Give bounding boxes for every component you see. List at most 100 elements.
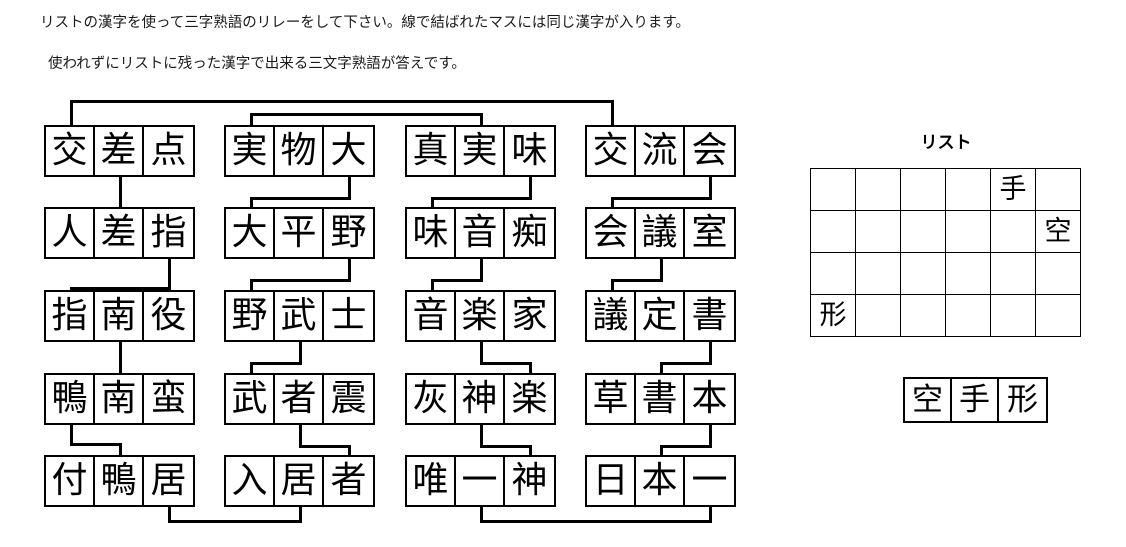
kanji-cell[interactable]: 議 (636, 209, 685, 257)
list-cell[interactable] (1035, 294, 1081, 337)
kanji-cell[interactable]: 蛮 (144, 375, 193, 423)
kanji-cell[interactable]: 野 (226, 292, 275, 340)
kanji-cell[interactable]: 震 (324, 375, 373, 423)
list-cell[interactable] (990, 210, 1036, 253)
kanji-cell[interactable]: 実 (226, 127, 275, 175)
connector-segment (528, 445, 532, 458)
list-cell[interactable] (945, 210, 991, 253)
kanji-cell[interactable]: 役 (144, 292, 193, 340)
kanji-cell[interactable]: 本 (685, 375, 734, 423)
list-cell[interactable]: 手 (990, 168, 1036, 211)
word-box: 灰神楽 (405, 373, 556, 425)
kanji-cell[interactable]: 楽 (505, 375, 554, 423)
list-cell[interactable] (900, 210, 946, 253)
list-cell[interactable] (900, 168, 946, 211)
list-cell[interactable] (945, 294, 991, 337)
kanji-cell[interactable]: 鴨 (46, 375, 95, 423)
list-cell[interactable] (855, 168, 901, 211)
kanji-cell[interactable]: 日 (587, 457, 636, 505)
list-cell[interactable] (900, 252, 946, 295)
kanji-cell[interactable]: 室 (685, 209, 734, 257)
kanji-cell[interactable]: 唯 (407, 457, 456, 505)
list-title: リスト (920, 133, 972, 153)
kanji-cell[interactable]: 音 (407, 292, 456, 340)
list-cell[interactable] (945, 168, 991, 211)
kanji-cell[interactable]: 物 (275, 127, 324, 175)
kanji-cell[interactable]: 交 (46, 127, 95, 175)
list-cell[interactable] (855, 252, 901, 295)
kanji-cell[interactable]: 草 (587, 375, 636, 423)
kanji-cell[interactable]: 定 (636, 292, 685, 340)
word-box: 付鴨居 (44, 455, 195, 507)
list-cell[interactable] (810, 210, 856, 253)
list-cell[interactable] (990, 252, 1036, 295)
kanji-cell[interactable]: 者 (324, 457, 373, 505)
kanji-cell[interactable]: 居 (275, 457, 324, 505)
kanji-cell[interactable]: 会 (685, 127, 734, 175)
list-cell[interactable] (810, 168, 856, 211)
kanji-cell[interactable]: 流 (636, 127, 685, 175)
kanji-cell[interactable]: 楽 (456, 292, 505, 340)
kanji-cell[interactable]: 交 (587, 127, 636, 175)
list-cell[interactable] (945, 252, 991, 295)
list-cell[interactable] (900, 294, 946, 337)
connector-segment (610, 100, 614, 128)
kanji-cell[interactable]: 士 (324, 292, 373, 340)
kanji-cell[interactable]: 一 (456, 457, 505, 505)
kanji-cell[interactable]: 指 (144, 209, 193, 257)
kanji-cell[interactable]: 差 (95, 209, 144, 257)
kanji-cell[interactable]: 人 (46, 209, 95, 257)
word-box: 鴨南蛮 (44, 373, 195, 425)
kanji-cell[interactable]: 平 (275, 209, 324, 257)
connector-segment (708, 505, 712, 523)
kanji-cell[interactable]: 実 (456, 127, 505, 175)
kanji-cell[interactable]: 野 (324, 209, 373, 257)
list-cell[interactable] (855, 210, 901, 253)
kanji-cell[interactable]: 神 (505, 457, 554, 505)
kanji-cell[interactable]: 書 (685, 292, 734, 340)
list-cell[interactable]: 空 (1035, 210, 1081, 253)
list-cell[interactable] (990, 294, 1036, 337)
kanji-cell[interactable]: 会 (587, 209, 636, 257)
connector-segment (167, 505, 171, 523)
connector-segment (659, 362, 663, 376)
kanji-cell[interactable]: 大 (324, 127, 373, 175)
list-cell[interactable] (1035, 252, 1081, 295)
kanji-cell[interactable]: 武 (275, 292, 324, 340)
kanji-list-grid: 手空形 (810, 168, 1081, 337)
word-box: 味音痴 (405, 207, 556, 259)
connector-segment (610, 279, 614, 293)
connector-segment (430, 279, 483, 282)
kanji-cell[interactable]: 音 (456, 209, 505, 257)
kanji-cell[interactable]: 家 (505, 292, 554, 340)
kanji-cell[interactable]: 書 (636, 375, 685, 423)
kanji-cell[interactable]: 入 (226, 457, 275, 505)
connector-segment (610, 197, 712, 200)
kanji-cell[interactable]: 居 (144, 457, 193, 505)
kanji-cell[interactable]: 武 (226, 375, 275, 423)
list-cell[interactable] (1035, 168, 1081, 211)
kanji-cell[interactable]: 付 (46, 457, 95, 505)
kanji-cell[interactable]: 真 (407, 127, 456, 175)
kanji-cell[interactable]: 痴 (505, 209, 554, 257)
kanji-cell[interactable]: 差 (95, 127, 144, 175)
kanji-cell[interactable]: 大 (226, 209, 275, 257)
kanji-cell[interactable]: 鴨 (95, 457, 144, 505)
list-cell[interactable] (855, 294, 901, 337)
kanji-cell[interactable]: 南 (95, 292, 144, 340)
kanji-cell[interactable]: 一 (685, 457, 734, 505)
list-cell[interactable] (810, 252, 856, 295)
kanji-cell[interactable]: 議 (587, 292, 636, 340)
kanji-cell[interactable]: 味 (505, 127, 554, 175)
kanji-cell[interactable]: 灰 (407, 375, 456, 423)
kanji-cell[interactable]: 神 (456, 375, 505, 423)
connector-segment (118, 443, 122, 458)
connector-segment (298, 340, 302, 365)
list-cell[interactable]: 形 (810, 294, 856, 337)
kanji-cell[interactable]: 南 (95, 375, 144, 423)
kanji-cell[interactable]: 者 (275, 375, 324, 423)
kanji-cell[interactable]: 点 (144, 127, 193, 175)
kanji-cell[interactable]: 味 (407, 209, 456, 257)
kanji-cell[interactable]: 指 (46, 292, 95, 340)
kanji-cell[interactable]: 本 (636, 457, 685, 505)
